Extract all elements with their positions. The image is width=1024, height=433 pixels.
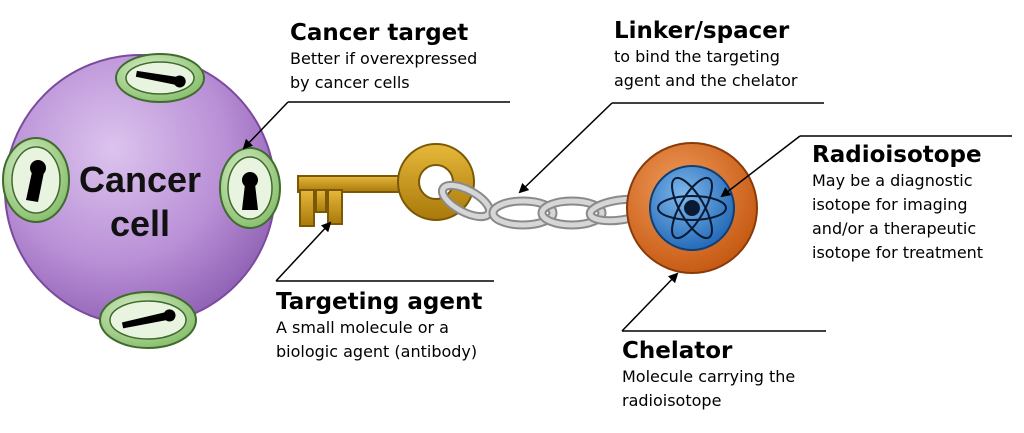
cancer-target-title: Cancer target: [290, 20, 469, 46]
arrow-targeting-agent: [275, 221, 332, 282]
leader-lines: [242, 101, 1012, 332]
atom-icon: [657, 176, 727, 240]
cancer-target-desc-2: by cancer cells: [290, 73, 410, 92]
receptor-right: [219, 147, 281, 229]
keyhole-icon: [135, 70, 186, 88]
receptor-left: [2, 137, 70, 223]
targeting-agent-desc-1: A small molecule or a: [276, 318, 449, 337]
keyhole-icon: [242, 172, 258, 210]
cancer-target-desc-1: Better if overexpressed: [290, 49, 478, 68]
key-icon: [297, 143, 475, 227]
arrow-chelator: [621, 272, 679, 332]
radioisotope-desc-3: and/or a therapeutic: [812, 219, 977, 238]
targeting-agent-title: Targeting agent: [276, 289, 483, 315]
radioisotope-desc-2: isotope for imaging: [812, 195, 968, 214]
radioisotope-desc-1: May be a diagnostic: [812, 171, 973, 190]
receptor-bottom: [99, 291, 197, 349]
arrow-radioisotope: [720, 135, 801, 198]
chelator-desc-1: Molecule carrying the: [622, 367, 796, 386]
arrow-linker: [518, 102, 613, 194]
linker-desc-2: agent and the chelator: [614, 71, 798, 90]
radioisotope-desc-4: isotope for treatment: [812, 243, 984, 262]
cancer-cell-label: Cancer cell: [60, 158, 220, 246]
chain-icon: [437, 180, 655, 230]
radioisotope-label: Radioisotope May be a diagnostic isotope…: [812, 141, 983, 265]
chelator-title: Chelator: [622, 338, 733, 364]
cell-label-line2: cell: [109, 203, 171, 244]
keyhole-icon: [121, 309, 176, 329]
receptor-top: [115, 53, 205, 103]
chelator-desc-2: radioisotope: [622, 391, 722, 410]
linker-desc-1: to bind the targeting: [614, 47, 780, 66]
arrow-cancer-target: [242, 101, 289, 150]
cancer-target-label: Cancer target Better if overexpressed by…: [290, 19, 477, 95]
targeting-agent-desc-2: biologic agent (antibody): [276, 342, 478, 361]
linker-title: Linker/spacer: [614, 18, 790, 44]
keyhole-icon: [26, 160, 46, 202]
linker-label: Linker/spacer to bind the targeting agen…: [614, 17, 798, 93]
targeting-agent-label: Targeting agent A small molecule or a bi…: [276, 288, 482, 364]
chelator-label: Chelator Molecule carrying the radioisot…: [622, 337, 795, 413]
cell-label-line1: Cancer: [78, 159, 202, 200]
radioisotope-title: Radioisotope: [812, 142, 982, 168]
